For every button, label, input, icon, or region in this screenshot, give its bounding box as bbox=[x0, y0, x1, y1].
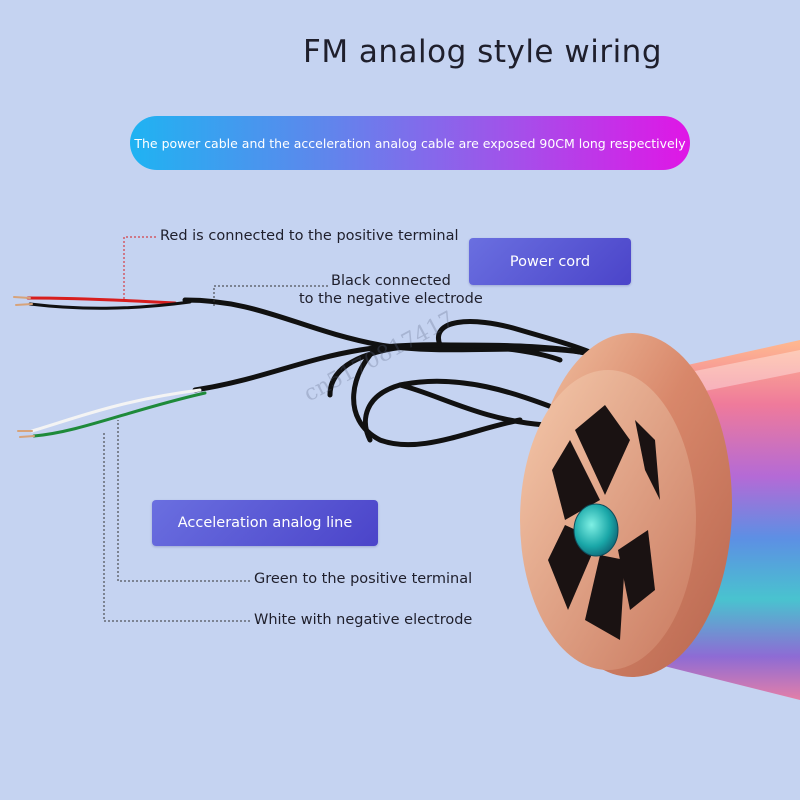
throttle-handle bbox=[520, 333, 800, 700]
banner-text: The power cable and the acceleration ana… bbox=[134, 135, 686, 151]
red-wire-annotation: Red is connected to the positive termina… bbox=[160, 228, 459, 244]
power-cord-wires bbox=[13, 296, 192, 310]
leader-lines bbox=[103, 236, 328, 622]
power-cord-text: Power cord bbox=[509, 253, 591, 270]
center-gem-icon bbox=[573, 503, 619, 557]
acceleration-line-label: Acceleration analog line bbox=[152, 500, 378, 546]
end-cap-slots bbox=[548, 405, 660, 640]
green-wire-annotation: Green to the positive terminal bbox=[254, 571, 473, 587]
page-title: FM analog style wiring bbox=[302, 34, 663, 70]
acceleration-wires bbox=[17, 388, 207, 438]
cable-length-banner: The power cable and the acceleration ana… bbox=[130, 116, 690, 170]
acceleration-line-text: Acceleration analog line bbox=[177, 515, 353, 531]
white-wire-annotation: White with negative electrode bbox=[254, 612, 473, 628]
power-cord-label: Power cord bbox=[469, 238, 631, 285]
black-wire-annotation-line2: to the negative electrode bbox=[299, 291, 483, 307]
black-wire-annotation-line1: Black connected bbox=[331, 273, 451, 289]
